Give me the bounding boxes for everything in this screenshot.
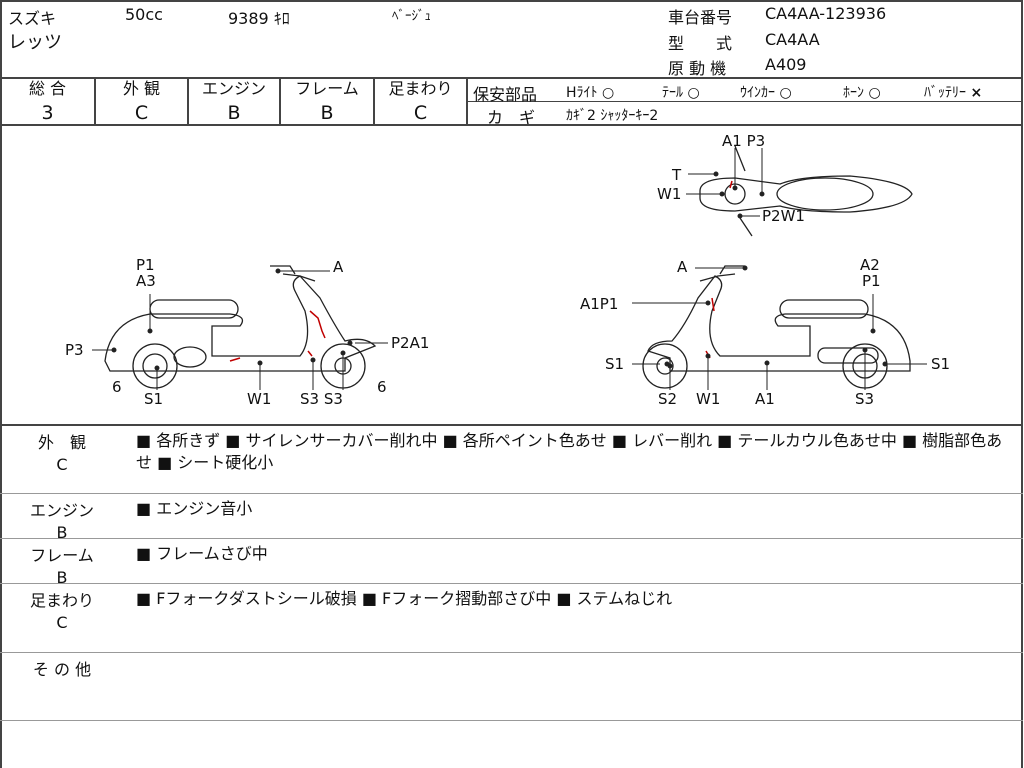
svg-text:A2: A2 <box>860 256 880 274</box>
svg-text:A: A <box>333 258 344 276</box>
svg-text:6: 6 <box>112 378 122 396</box>
type-label: 型 式 <box>668 34 733 53</box>
scooter-top-view <box>699 145 913 237</box>
color: ﾍﾞｰｼﾞｭ <box>392 9 431 24</box>
svg-text:A1: A1 <box>755 390 775 408</box>
svg-text:P2A1: P2A1 <box>391 334 429 352</box>
svg-text:S1: S1 <box>931 355 950 373</box>
displacement: 50cc <box>125 5 163 24</box>
svg-text:S2: S2 <box>658 390 677 408</box>
svg-text:P1: P1 <box>862 272 881 290</box>
svg-text:A3: A3 <box>136 272 156 290</box>
svg-text:W1: W1 <box>696 390 720 408</box>
safety-label: 保安部品 <box>473 85 538 104</box>
svg-text:W1: W1 <box>657 185 681 203</box>
safety-winker: ｳｲﾝｶｰ ○ <box>740 85 792 101</box>
svg-text:S3 S3: S3 S3 <box>300 390 343 408</box>
svg-text:P3: P3 <box>65 341 84 359</box>
safety-tail: ﾃｰﾙ ○ <box>662 85 700 101</box>
frame-no-label: 車台番号 <box>668 8 733 27</box>
keys-value: ｶｷﾞ2 ｼｬｯﾀｰｷｰ2 <box>566 108 659 124</box>
frame-no: CA4AA-123936 <box>765 4 887 23</box>
svg-text:S1: S1 <box>605 355 624 373</box>
svg-text:6: 6 <box>377 378 387 396</box>
damage-marks <box>229 180 733 362</box>
maker: スズキ <box>8 9 57 28</box>
type-value: CA4AA <box>765 30 820 49</box>
svg-text:A1 P3: A1 P3 <box>722 132 765 150</box>
keys-label: カ ギ <box>487 108 536 127</box>
mileage: 9389 ｷﾛ <box>228 9 290 28</box>
svg-text:W1: W1 <box>247 390 271 408</box>
safety-horn: ﾎｰﾝ ○ <box>843 85 881 101</box>
svg-text:S3: S3 <box>855 390 874 408</box>
svg-text:P1: P1 <box>136 256 155 274</box>
engine-label: 原 動 機 <box>668 59 727 78</box>
svg-text:A1P1: A1P1 <box>580 295 618 313</box>
note-other: そ の 他 <box>32 660 92 679</box>
safety-battery: ﾊﾞｯﾃﾘｰ × <box>924 85 983 101</box>
safety-headlight: Hﾗｲﾄ ○ <box>566 85 615 101</box>
svg-text:S1: S1 <box>144 390 163 408</box>
svg-text:A: A <box>677 258 688 276</box>
divider <box>0 77 1023 79</box>
svg-text:P2W1: P2W1 <box>762 207 805 225</box>
model-name: レッツ <box>8 32 62 53</box>
svg-text:T: T <box>671 166 682 184</box>
engine-value: A409 <box>765 55 807 74</box>
damage-diagram: A1 P3 T W1 P2W1 P1 A3 A P3 P2A1 6 6 S1 W… <box>65 132 950 408</box>
